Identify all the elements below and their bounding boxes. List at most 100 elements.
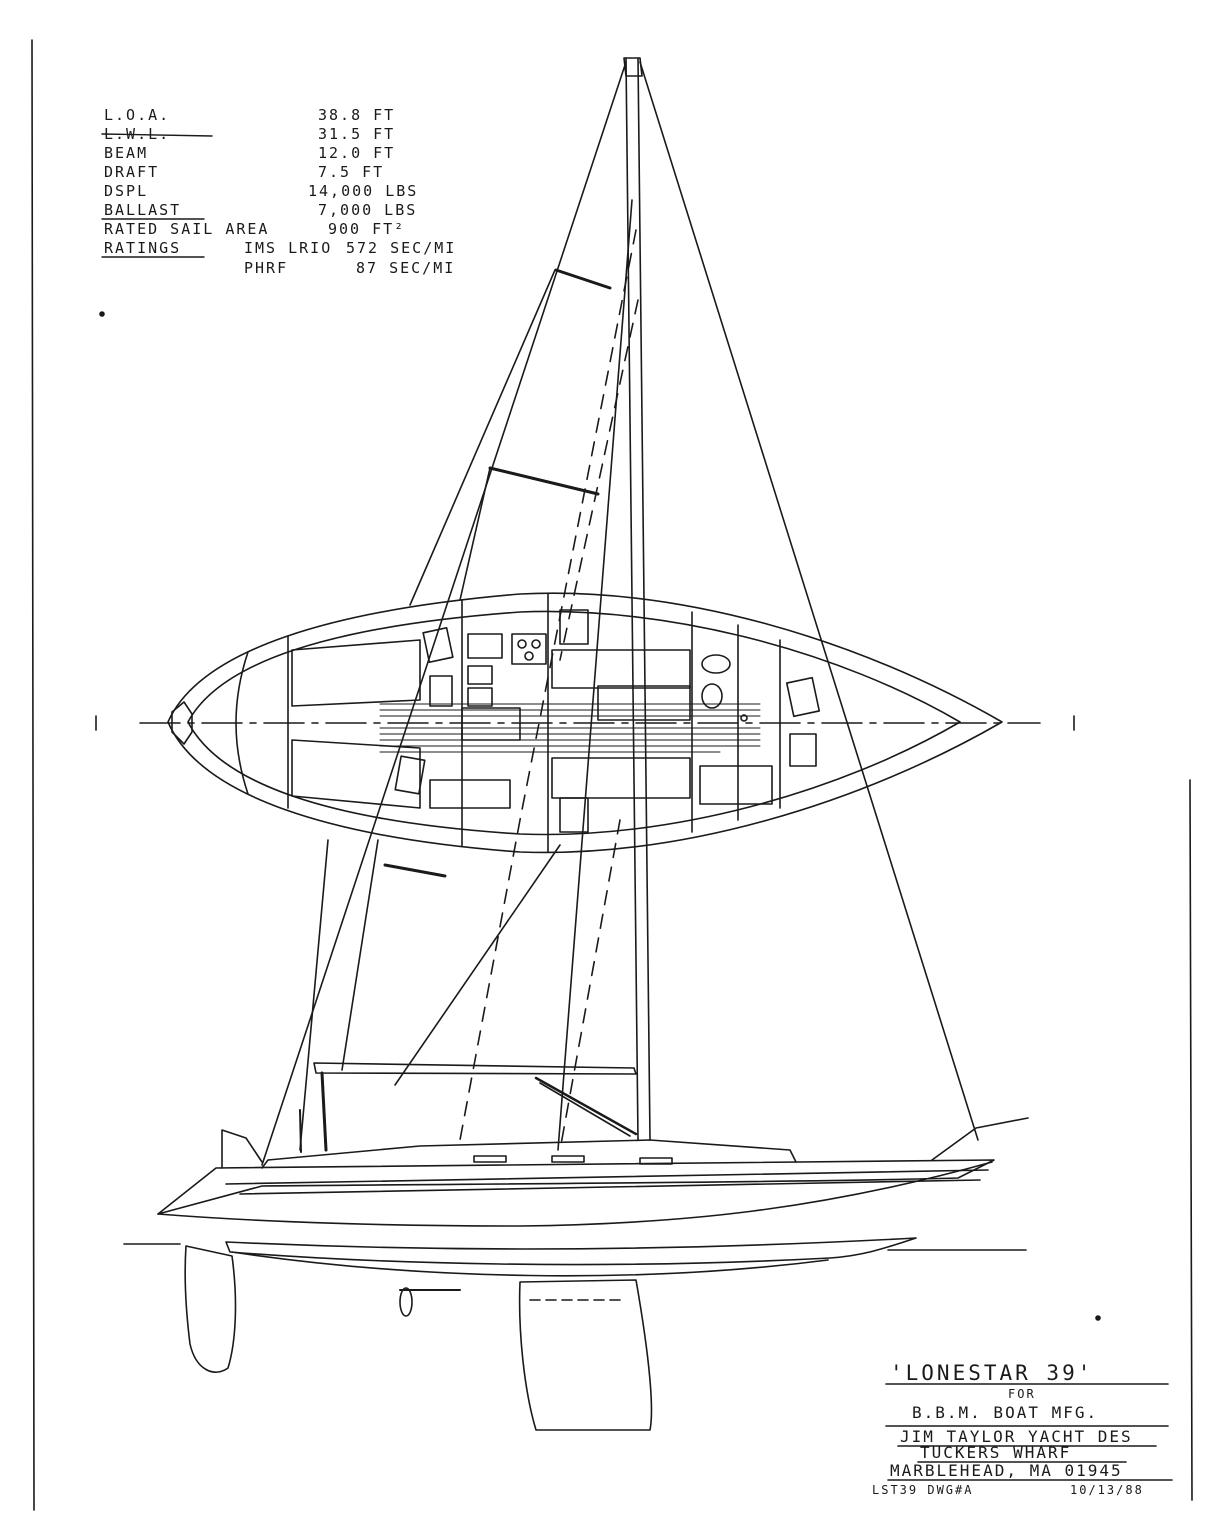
drawing-number: LST39 DWG#A xyxy=(872,1483,973,1497)
vang-2 xyxy=(539,1082,631,1137)
drawing-date: 10/13/88 xyxy=(1070,1483,1144,1497)
burner-1 xyxy=(517,639,527,649)
quarter-berth-top xyxy=(551,649,691,689)
title-block: 'LONESTAR 39' FOR B.B.M. BOAT MFG. JIM T… xyxy=(872,1361,1144,1497)
lower-shroud-dashed xyxy=(559,299,639,1151)
spec-value-dspl: 14,000 LBS xyxy=(308,182,418,200)
ratings-label: RATINGS xyxy=(104,239,181,257)
keel xyxy=(518,1279,653,1431)
boom-gooseneck xyxy=(320,1071,328,1152)
hull-inner xyxy=(187,610,961,836)
head-sink xyxy=(701,654,731,674)
spec-value-sail-area: 900 FT² xyxy=(328,220,405,238)
saloon-table xyxy=(461,707,521,741)
port-light-3 xyxy=(639,1157,673,1165)
jib-leech xyxy=(409,269,556,606)
port-light-1 xyxy=(473,1155,507,1163)
mainsail-luff xyxy=(341,839,379,1071)
lwl-strike xyxy=(101,133,213,137)
sheet-border-left xyxy=(31,39,35,1511)
aft-locker xyxy=(699,765,773,805)
cushion-4 xyxy=(559,609,589,645)
dinette-seat xyxy=(429,779,511,809)
mark-dot-2 xyxy=(1095,1315,1101,1321)
address-line-2: MARBLEHEAD, MA 01945 xyxy=(890,1461,1123,1480)
pulpit-stern xyxy=(221,1129,263,1169)
forepeak-hatch xyxy=(171,701,193,745)
spec-table: L.O.A. 38.8 FT L.W.L. 31.5 FT BEAM 12.0 … xyxy=(104,106,456,277)
rating-system-phrf: PHRF xyxy=(244,259,288,277)
toilet xyxy=(701,683,723,709)
rating-value-ims: 572 SEC/MI xyxy=(346,239,456,257)
burner-3 xyxy=(524,651,534,661)
boat-title: 'LONESTAR 39' xyxy=(890,1361,1093,1385)
sink-b xyxy=(467,687,493,707)
lower-forestay xyxy=(383,863,447,878)
spec-label-sail-area: RATED SAIL AREA xyxy=(104,220,269,238)
backstay xyxy=(639,61,979,1141)
spec-label-beam: BEAM xyxy=(104,144,148,162)
rig xyxy=(261,57,979,1166)
upper-shroud xyxy=(557,199,633,1151)
spec-value-lwl: 31.5 FT xyxy=(318,125,395,143)
pulpit-bow xyxy=(931,1117,1029,1161)
cushion-7 xyxy=(789,733,817,767)
for-label: FOR xyxy=(1008,1387,1036,1401)
genoa-sheet xyxy=(394,844,561,1086)
forward-bulkhead xyxy=(235,651,249,795)
boot-top xyxy=(225,1237,917,1266)
port-berth xyxy=(291,639,421,707)
stove xyxy=(511,633,547,665)
spec-label-loa: L.O.A. xyxy=(104,106,170,124)
designer-name: JIM TAYLOR YACHT DES xyxy=(900,1427,1133,1446)
address-line-1: TUCKERS WHARF xyxy=(920,1443,1071,1462)
hull-plan xyxy=(139,592,1041,854)
spec-label-dspl: DSPL xyxy=(104,182,148,200)
sheet-border-right xyxy=(1189,779,1193,1501)
boom xyxy=(313,1062,637,1075)
cushion-2 xyxy=(429,675,453,707)
masthead xyxy=(623,57,643,77)
cushion-1 xyxy=(422,627,454,663)
jib-leech-2 xyxy=(459,467,491,601)
intermediate-shroud-dashed xyxy=(459,229,637,1141)
spec-value-beam: 12.0 FT xyxy=(318,144,395,162)
vang xyxy=(534,1076,638,1136)
upper-spreader xyxy=(554,268,612,290)
spec-label-draft: DRAFT xyxy=(104,163,159,181)
cabin-sole xyxy=(379,703,761,753)
sheer-line xyxy=(157,1159,995,1215)
client-name: B.B.M. BOAT MFG. xyxy=(912,1403,1098,1422)
propeller xyxy=(399,1287,413,1317)
hull-profile xyxy=(157,1161,993,1227)
stanchion-aft xyxy=(299,1109,302,1153)
rub-rail-2 xyxy=(239,1179,981,1195)
nav-table xyxy=(597,685,691,721)
rudder xyxy=(184,1245,237,1373)
bottom-line xyxy=(231,1251,829,1277)
cushion-6 xyxy=(785,676,821,718)
burner-2 xyxy=(531,639,541,649)
forestay xyxy=(261,61,627,1166)
starboard-berth xyxy=(291,739,421,809)
port-light-2 xyxy=(551,1155,585,1163)
genoa-leech xyxy=(299,839,329,1151)
rating-value-phrf: 87 SEC/MI xyxy=(356,259,455,277)
cabin-top xyxy=(261,1139,797,1169)
rating-system-ims: IMS LRIO xyxy=(244,239,332,257)
rub-rail xyxy=(225,1169,989,1185)
hull-outline xyxy=(167,592,1003,854)
spec-value-draft: 7.5 FT xyxy=(318,163,384,181)
galley-sink xyxy=(467,633,503,659)
profile xyxy=(123,1117,1029,1431)
sink-a xyxy=(467,665,493,685)
mark-dot-1 xyxy=(99,311,105,317)
head-fitting xyxy=(740,714,748,722)
lower-spreader xyxy=(488,466,600,496)
cushion-5 xyxy=(559,797,589,833)
quarter-berth-bottom xyxy=(551,757,691,799)
cushion-3 xyxy=(394,755,426,795)
spec-value-ballast: 7,000 LBS xyxy=(318,201,417,219)
spec-value-loa: 38.8 FT xyxy=(318,106,395,124)
